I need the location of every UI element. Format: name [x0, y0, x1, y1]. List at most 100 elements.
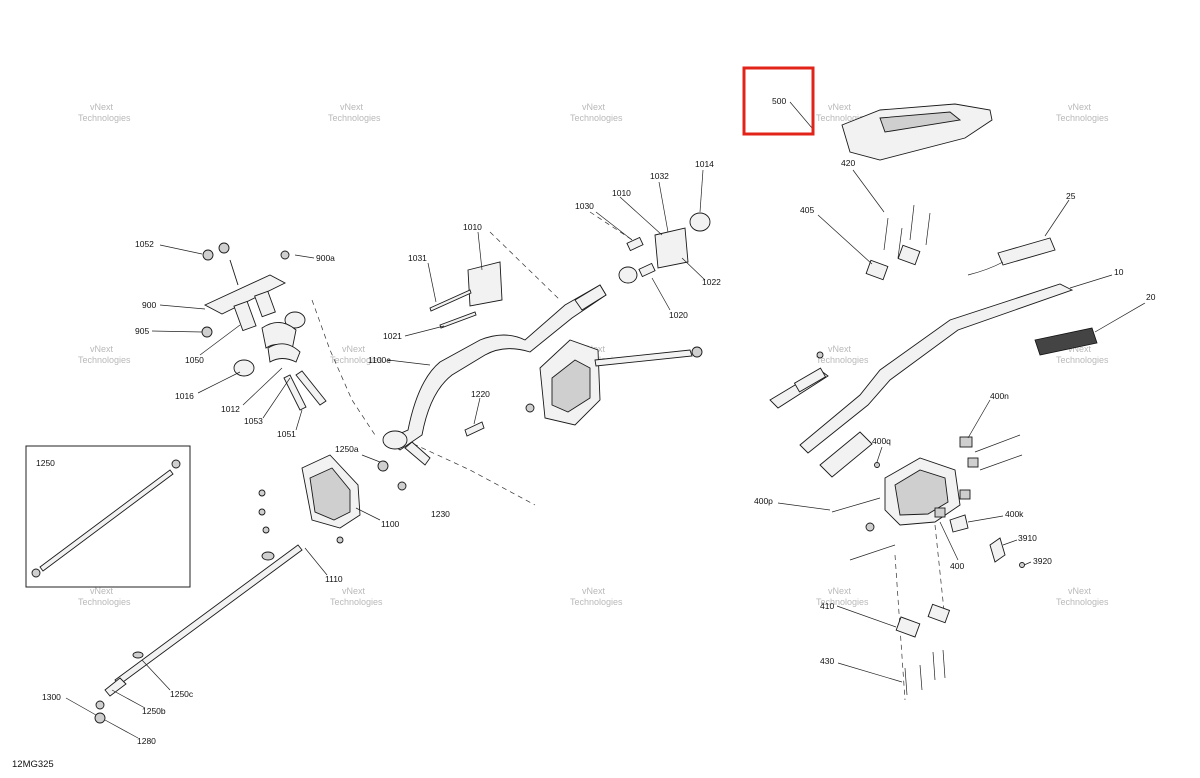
- nut-1052b[interactable]: [218, 242, 230, 254]
- label-410[interactable]: 410: [820, 601, 834, 611]
- washer-1280[interactable]: [94, 712, 106, 724]
- handlebar-10[interactable]: [799, 283, 1074, 454]
- label-1022[interactable]: 1022: [702, 277, 721, 287]
- label-1010b[interactable]: 1010: [612, 188, 631, 198]
- bolt-430[interactable]: [932, 651, 936, 681]
- label-900[interactable]: 900: [142, 300, 156, 310]
- bushing-1050[interactable]: [233, 300, 257, 332]
- label-900a[interactable]: 900a: [316, 253, 335, 263]
- bolt-1051[interactable]: [283, 374, 307, 411]
- nut-400n[interactable]: [959, 436, 973, 448]
- label-10[interactable]: 10: [1114, 267, 1124, 277]
- label-1100[interactable]: 1100: [381, 519, 400, 529]
- label-1052[interactable]: 1052: [135, 239, 154, 249]
- bushing-1220[interactable]: [464, 421, 485, 437]
- clamp-bracket-900[interactable]: [203, 274, 286, 315]
- label-1250c[interactable]: 1250c: [170, 689, 194, 699]
- clamp-405b[interactable]: [897, 244, 921, 266]
- bolt-400[interactable]: [849, 544, 896, 561]
- nut-1052[interactable]: [202, 249, 214, 261]
- label-1051[interactable]: 1051: [277, 429, 296, 439]
- label-1250b[interactable]: 1250b: [142, 706, 166, 716]
- label-1021[interactable]: 1021: [383, 331, 402, 341]
- pin-1022[interactable]: [638, 262, 656, 278]
- nut[interactable]: [934, 507, 946, 518]
- label-3920[interactable]: 3920: [1033, 556, 1052, 566]
- bolt-1053[interactable]: [295, 370, 327, 406]
- label-1031[interactable]: 1031: [408, 253, 427, 263]
- label-3910[interactable]: 3910: [1018, 533, 1037, 543]
- label-1300[interactable]: 1300: [42, 692, 61, 702]
- label-400n[interactable]: 400n: [990, 391, 1009, 401]
- label-400[interactable]: 400: [950, 561, 964, 571]
- label-1110[interactable]: 1110: [325, 574, 343, 584]
- label-1030[interactable]: 1030: [575, 201, 594, 211]
- seal-1016[interactable]: [233, 359, 255, 377]
- label-905[interactable]: 905: [135, 326, 149, 336]
- screw[interactable]: [336, 536, 344, 544]
- clamp-410[interactable]: [895, 616, 921, 638]
- bolt-430[interactable]: [919, 664, 923, 691]
- screw[interactable]: [262, 526, 270, 534]
- label-1032[interactable]: 1032: [650, 171, 669, 181]
- label-1020[interactable]: 1020: [669, 310, 688, 320]
- clamp-1010b[interactable]: [654, 227, 689, 269]
- shaft-1110[interactable]: [114, 544, 303, 686]
- clamp-half-lower[interactable]: [267, 343, 301, 363]
- washer-905[interactable]: [201, 326, 213, 338]
- label-1220[interactable]: 1220: [471, 389, 490, 399]
- bolt-430[interactable]: [942, 649, 946, 679]
- nut[interactable]: [959, 489, 971, 500]
- washer[interactable]: [865, 522, 875, 532]
- clamp-1010[interactable]: [467, 261, 503, 307]
- label-430[interactable]: 430: [820, 656, 834, 666]
- spring-400k[interactable]: [949, 514, 969, 533]
- label-1230[interactable]: 1230: [431, 509, 450, 519]
- lever-3910[interactable]: [989, 537, 1006, 563]
- label-500[interactable]: 500: [772, 96, 786, 106]
- bolt-420[interactable]: [883, 217, 889, 251]
- screw[interactable]: [258, 508, 266, 516]
- bolt[interactable]: [979, 454, 1023, 471]
- bolt-420[interactable]: [925, 212, 931, 246]
- label-1053[interactable]: 1053: [244, 416, 263, 426]
- bolt-400n[interactable]: [974, 434, 1021, 453]
- screw[interactable]: [258, 489, 266, 497]
- label-400q[interactable]: 400q: [872, 436, 891, 446]
- bolt-420[interactable]: [897, 227, 903, 259]
- bolt-400p[interactable]: [831, 497, 881, 513]
- tie-end[interactable]: [104, 677, 127, 697]
- bushing[interactable]: [254, 290, 276, 318]
- pin-1030[interactable]: [626, 236, 644, 252]
- clamp-410b[interactable]: [927, 603, 951, 624]
- seal-ring[interactable]: [284, 311, 306, 329]
- bolt-420[interactable]: [909, 204, 915, 241]
- label-1250a[interactable]: 1250a: [335, 444, 359, 454]
- label-1014[interactable]: 1014: [695, 159, 714, 169]
- nut[interactable]: [967, 457, 979, 468]
- label-1100e[interactable]: 1100e: [368, 355, 391, 365]
- screw-900a[interactable]: [280, 250, 290, 260]
- label-405[interactable]: 405: [800, 205, 814, 215]
- bolt-1021[interactable]: [439, 311, 477, 329]
- grip-25[interactable]: [997, 237, 1056, 266]
- screw-3920[interactable]: [1019, 562, 1025, 568]
- nut-1300[interactable]: [95, 700, 105, 710]
- fastener[interactable]: [525, 403, 535, 413]
- label-1012[interactable]: 1012: [221, 404, 240, 414]
- tie-rod-end[interactable]: [691, 346, 703, 358]
- label-25[interactable]: 25: [1066, 191, 1076, 201]
- label-420[interactable]: 420: [841, 158, 855, 168]
- screw-400q[interactable]: [874, 462, 880, 468]
- label-1010[interactable]: 1010: [463, 222, 482, 232]
- label-400p[interactable]: 400p: [754, 496, 773, 506]
- label-20[interactable]: 20: [1146, 292, 1156, 302]
- bolt-1031[interactable]: [429, 289, 472, 312]
- tie-rod[interactable]: [594, 349, 693, 367]
- inset-rod[interactable]: [39, 469, 174, 572]
- washer[interactable]: [397, 481, 407, 491]
- bolt-430[interactable]: [904, 667, 908, 696]
- label-1016[interactable]: 1016: [175, 391, 194, 401]
- label-1050[interactable]: 1050: [185, 355, 204, 365]
- label-400k[interactable]: 400k: [1005, 509, 1024, 519]
